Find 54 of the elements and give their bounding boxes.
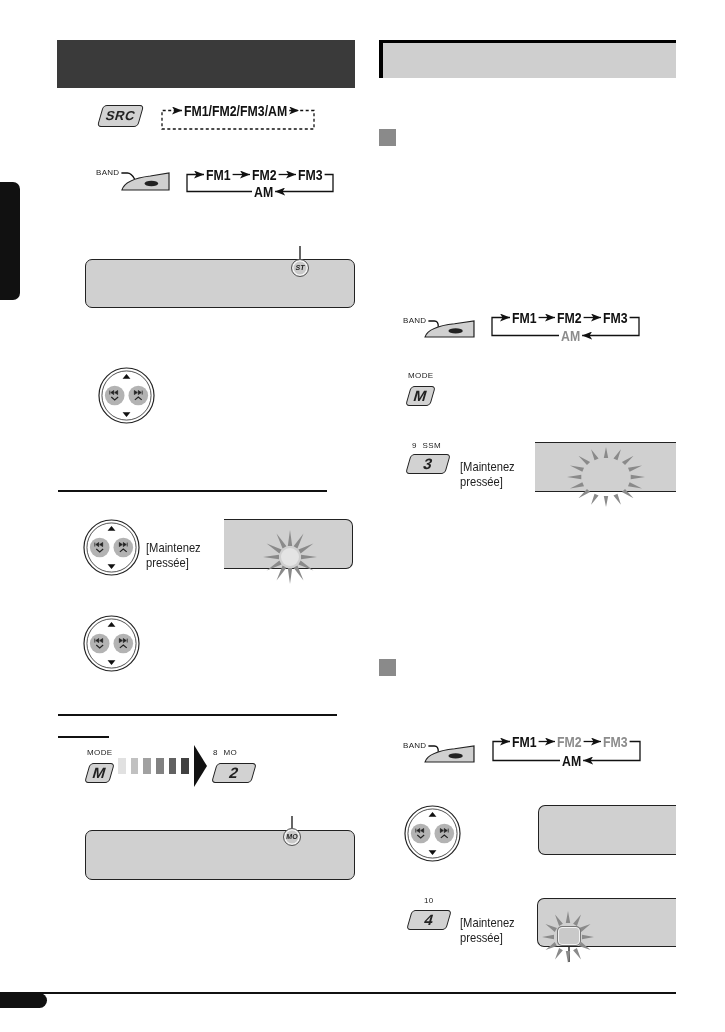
arrow <box>582 313 602 322</box>
key-caption: MODE <box>408 371 434 381</box>
block-arrow <box>118 745 207 787</box>
band-name: FM1 <box>512 310 537 325</box>
leader-line <box>299 245 301 260</box>
display-panel <box>538 805 676 855</box>
key-button: 2 <box>211 763 257 783</box>
key-caption: 10 <box>424 896 434 906</box>
arrow <box>186 170 253 193</box>
arrow <box>492 737 561 762</box>
instruction-text: [Maintenez pressée] <box>460 915 516 945</box>
band-name: FM3 <box>298 167 323 182</box>
band-name: AM <box>562 753 582 768</box>
band-name: FM1 <box>512 734 537 749</box>
leader-line <box>291 815 293 829</box>
display-panel <box>85 830 355 880</box>
arrow <box>582 737 602 746</box>
arrow <box>231 170 251 179</box>
leader-line <box>427 745 439 753</box>
band-name: FM3 <box>603 734 628 749</box>
key-button: M <box>84 763 115 783</box>
display-panel <box>85 259 355 308</box>
key-button: 3 <box>405 454 451 474</box>
arrow <box>537 737 556 746</box>
arrow <box>274 173 334 196</box>
arrow <box>277 170 297 179</box>
band-name: FM1/FM2/FM3/AM <box>184 103 288 118</box>
key-button: 4 <box>406 910 452 930</box>
arrow <box>581 316 640 340</box>
key-caption: MODE <box>87 748 113 758</box>
side-tab <box>0 182 20 300</box>
key-button: SRC <box>96 105 145 127</box>
band-name: FM1 <box>206 167 231 182</box>
key-button: M <box>405 386 436 406</box>
key-caption: BAND <box>403 741 427 751</box>
instruction-text: [Maintenez pressée] <box>460 459 516 489</box>
arrow <box>582 740 641 765</box>
instruction-text: [Maintenez pressée] <box>146 540 202 570</box>
band-name: FM3 <box>603 310 628 325</box>
leader-line <box>427 320 439 328</box>
band-name: AM <box>254 184 274 199</box>
key-caption: 9 SSM <box>412 441 441 451</box>
arrow <box>491 313 560 337</box>
arrow <box>537 313 556 322</box>
band-name: AM <box>561 328 581 343</box>
key-caption: 8 MO <box>213 748 238 758</box>
band-name: FM2 <box>557 734 582 749</box>
band-name: FM2 <box>557 310 582 325</box>
band-name: FM2 <box>252 167 277 182</box>
leader-line <box>120 172 136 180</box>
key-caption: BAND <box>403 316 427 326</box>
key-caption: BAND <box>96 168 120 178</box>
indicator-frame <box>558 927 580 945</box>
loop-arrow <box>161 106 315 130</box>
